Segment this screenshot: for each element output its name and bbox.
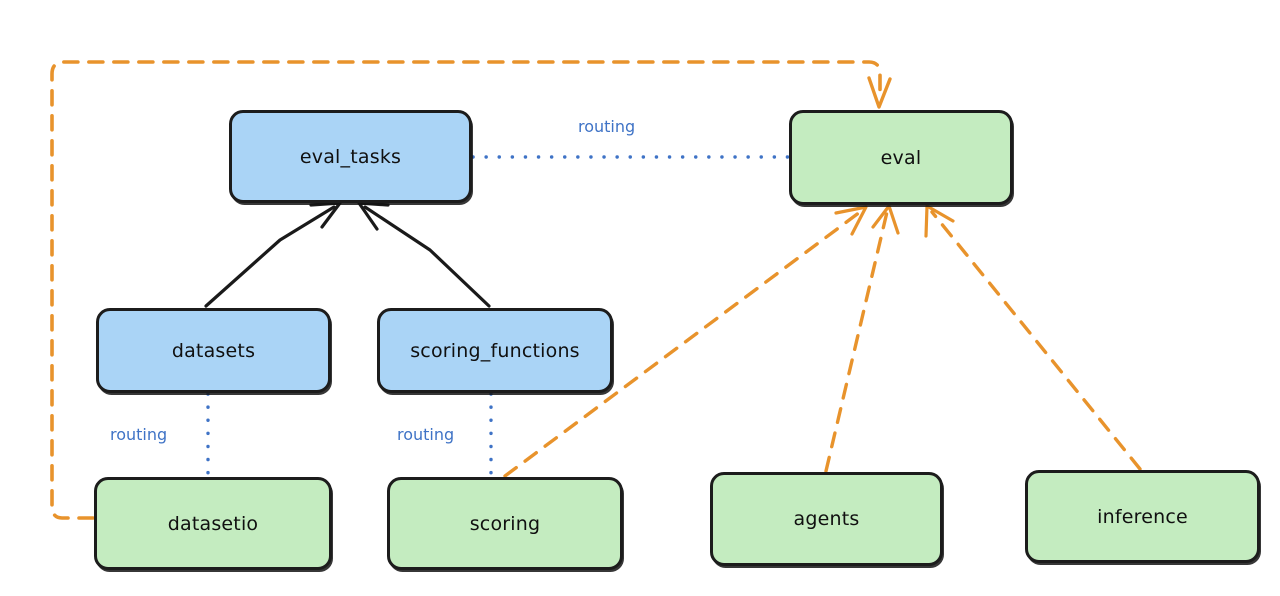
node-label-eval-tasks: eval_tasks [299,145,402,168]
node-label-scoring: scoring [469,512,541,535]
edge-label-routing-scoring-functions-scoring: routing [397,425,455,444]
node-datasetio[interactable]: datasetio [94,477,332,570]
node-inference[interactable]: inference [1025,470,1260,563]
edge-label-routing-eval-tasks-eval: routing [578,117,636,136]
node-datasets[interactable]: datasets [96,308,331,393]
edge-inference-to-eval [924,204,1142,471]
node-label-scoring-functions: scoring_functions [410,339,580,362]
edge-scoring-functions-to-eval-tasks [357,201,491,308]
node-scoring-functions[interactable]: scoring_functions [377,308,613,393]
node-label-datasets: datasets [171,339,256,362]
node-label-eval: eval [880,146,922,169]
node-eval-tasks[interactable]: eval_tasks [229,110,472,203]
edge-label-routing-datasets-datasetio: routing [110,425,168,444]
node-eval[interactable]: eval [789,110,1013,205]
node-scoring[interactable]: scoring [387,477,623,570]
edge-datasets-to-eval-tasks [204,201,342,308]
node-label-agents: agents [793,508,860,530]
edge-agents-to-eval [824,204,900,473]
node-label-datasetio: datasetio [167,512,259,535]
node-agents[interactable]: agents [710,472,943,566]
node-label-inference: inference [1097,505,1188,528]
